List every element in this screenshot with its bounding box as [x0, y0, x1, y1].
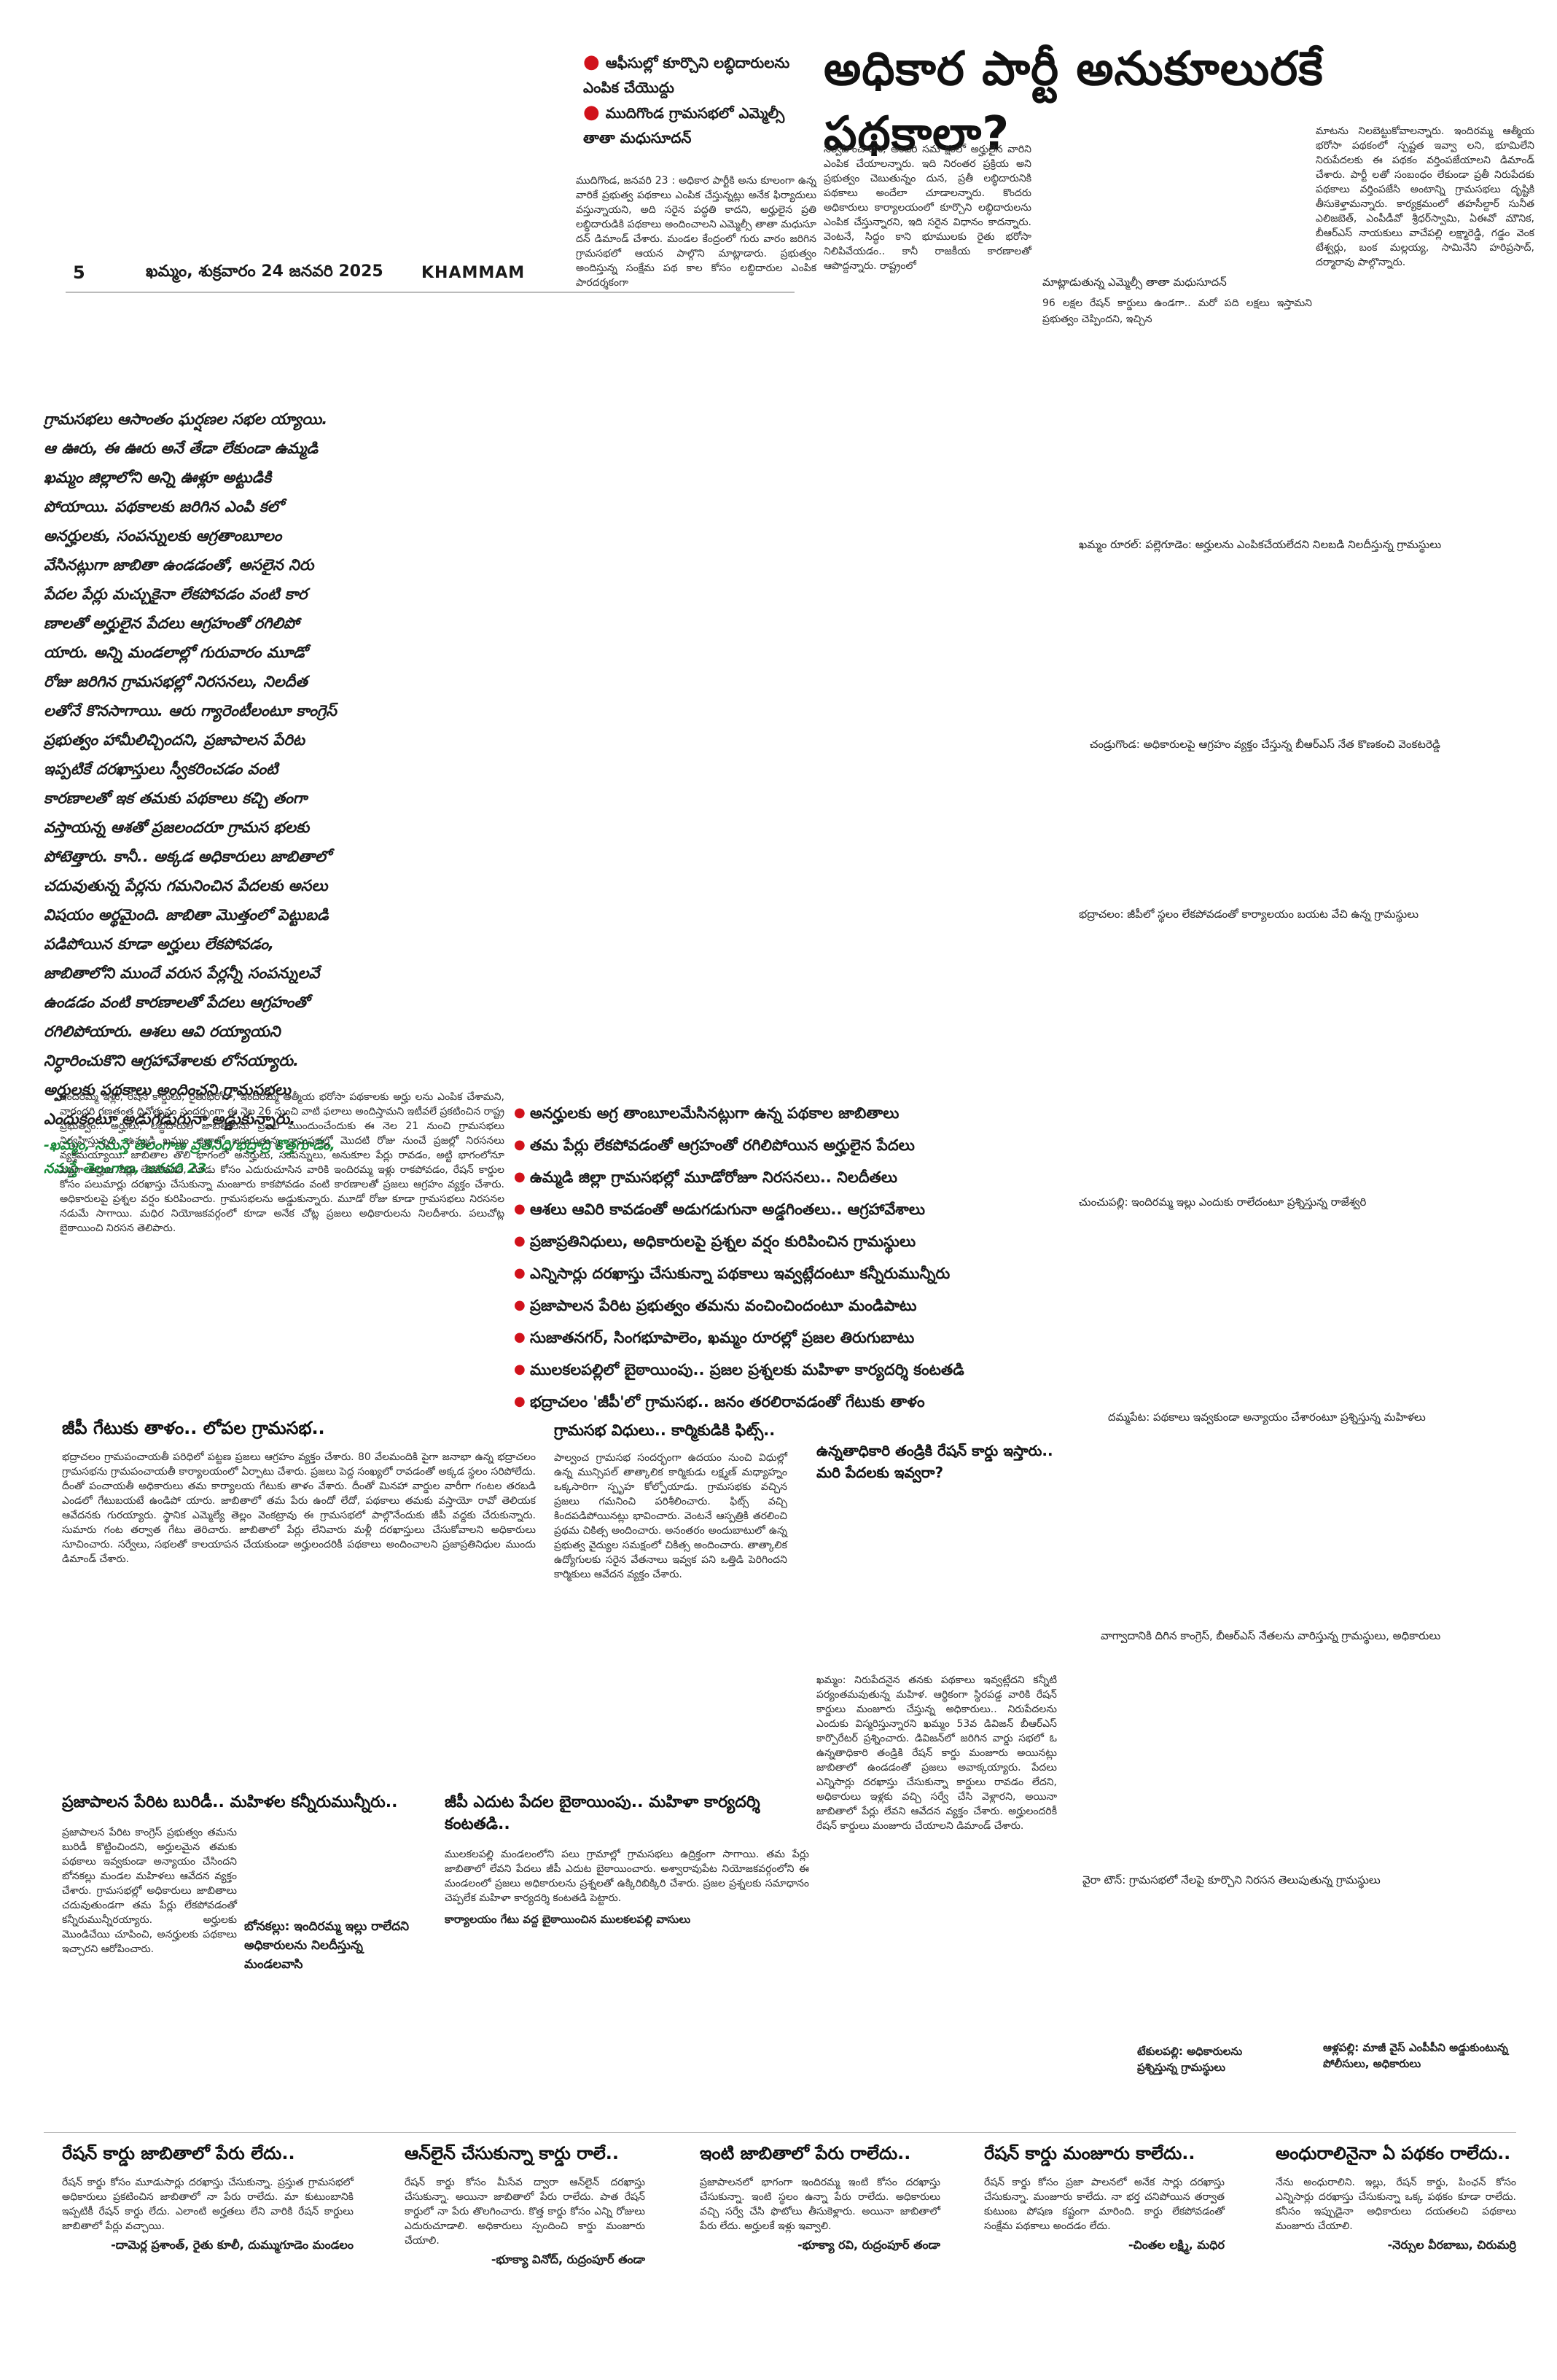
story-bullet: ప్రజాపాలన పేరిట ప్రభుత్వం తమను వంచించింద…	[514, 1290, 1024, 1322]
story-title: ప్రజాపాలన పేరిట బురిడీ.. మహిళల కన్నీరుము…	[62, 1793, 398, 1811]
story-bullet: ఉమ్మడి జిల్లా గ్రామసభల్లో మూడోరోజూ నిరసన…	[514, 1161, 1024, 1193]
letter-title: రేషన్ కార్డు జాబితాలో పేరు లేదు..	[62, 2143, 295, 2164]
lead-col-2: నిర్వహించాలని, అందరి సమ క్షంలో అర్హులైన …	[824, 144, 1031, 272]
photo-caption-khammam-rural: ఖమ్మం రూరల్: పల్లెగూడెం: అర్హులను ఎంపికచ…	[1079, 538, 1442, 551]
story-body: ములకలపల్లి మండలంలోని పలు గ్రామాల్లో గ్రా…	[445, 1849, 809, 1904]
letter-online: ఆన్‌లైన్ చేసుకున్నా కార్డు రాలే.. రేషన్ …	[405, 2143, 645, 2269]
page-date: ఖమ్మం, శుక్రవారం 24 జనవరి 2025	[146, 262, 383, 281]
story-bullet: ఎన్నిసార్లు దరఖాస్తు చేసుకున్నా పథకాలు ఇ…	[514, 1257, 1024, 1290]
story-bullet: అనర్హులకు అగ్ర తాంబూలమేసినట్లుగా ఉన్న పథ…	[514, 1097, 1024, 1129]
second-story-text: ఇందిరమ్మ ఇళ్లు, రేషన్ కార్డులు, రైతుభరోస…	[60, 1091, 504, 1234]
letter-body: నేను అంధురాలిని. ఇల్లు, రేషన్ కార్డు, పి…	[1276, 2177, 1516, 2232]
photo-caption-wyra: వైరా టౌన్: గ్రామసభలో నేలపై కూర్చొని నిరస…	[1082, 1873, 1381, 1887]
second-story-bullets: అనర్హులకు అగ్ర తాంబూలమేసినట్లుగా ఉన్న పథ…	[514, 1097, 1024, 1418]
story-bullet: ములకలపల్లిలో బైఠాయింపు.. ప్రజల ప్రశ్నలకు…	[514, 1354, 1024, 1386]
letter-title: రేషన్ కార్డు మంజూరు కాలేదు..	[984, 2143, 1195, 2164]
page-number: 5	[73, 262, 85, 283]
top-bullet: ●ఆఫీసుల్లో కూర్చొని లబ్ధిదారులను ఎంపిక చ…	[583, 51, 790, 96]
story-body: పాల్వంచ గ్రామసభ సందర్భంగా ఉదయం నుంచి విధ…	[554, 1452, 787, 1580]
story-ration-card: ఉన్నతాధికారి తండ్రికి రేషన్ కార్డు ఇస్తా…	[816, 1440, 1057, 1833]
letter-body: ప్రజాపాలనలో భాగంగా ఇందిరమ్మ ఇంటి కోసం దర…	[700, 2177, 940, 2232]
main-headline: అధికార పార్టీ అనుకూలురకే పథకాలా?	[824, 42, 1324, 161]
bottom-rule	[44, 2132, 1516, 2133]
intro-credit: -ఖమ్మం, నమస్తే తెలంగాణ ప్రతినిధి/భద్రాద్…	[44, 1137, 335, 1177]
intro-column: గ్రామసభలు ఆసాంతం ఘర్షణల సభల య్యాయి. ఆ ఊర…	[44, 405, 339, 1180]
photo-caption-chunchupalli: చుంచుపల్లి: ఇందిరమ్మ ఇల్లు ఎందుకు రాలేదం…	[1079, 1195, 1367, 1209]
letter-sign: -చింతల లక్ష్మి, మధిర	[1128, 2238, 1225, 2252]
letter-title: అంధురాలినైనా ఏ పథకం రాలేదు..	[1276, 2143, 1511, 2164]
story-bullet: తమ పేర్లు లేకపోవడంతో ఆగ్రహంతో రగిలిపోయిన…	[514, 1129, 1024, 1161]
story-title: గ్రామసభ విధులు.. కార్మికుడికి ఫిట్స్..	[554, 1421, 776, 1439]
bullet-icon: ●	[583, 101, 600, 123]
story-body: భద్రాచలం గ్రామపంచాయతీ పరిధిలో పట్టణ ప్రజ…	[62, 1451, 536, 1565]
photo-caption-dammapeta: దమ్మపేట: పథకాలు ఇవ్వకుండా అన్యాయం చేశారం…	[1108, 1411, 1426, 1424]
letter-body: రేషన్ కార్డు కోసం ప్రజా పాలనలో అనేక సార్…	[984, 2177, 1225, 2232]
letter-blind-woman: అంధురాలినైనా ఏ పథకం రాలేదు.. నేను అంధురా…	[1276, 2143, 1516, 2255]
lead-continued: 96 లక్షల రేషన్ కార్డులు ఉండగా.. మరో పది …	[1042, 297, 1312, 325]
header-rule	[66, 292, 795, 293]
letter-title: ఆన్‌లైన్ చేసుకున్నా కార్డు రాలే..	[405, 2143, 619, 2164]
story-worker-fits: గ్రామసభ విధులు.. కార్మికుడికి ఫిట్స్.. ప…	[554, 1421, 787, 1582]
story-body: ఖమ్మం: నిరుపేదనైన తనకు పథకాలు ఇవ్వట్లేదన…	[816, 1674, 1057, 1832]
story-title: ఉన్నతాధికారి తండ్రికి రేషన్ కార్డు ఇస్తా…	[816, 1442, 1053, 1481]
letter-sign: -నెర్సుల వీరబాబు, చిరుమర్రి	[1387, 2238, 1517, 2252]
top-bullets: ●ఆఫీసుల్లో కూర్చొని లబ్ధిదారులను ఎంపిక చ…	[583, 50, 809, 150]
letter-house-list: ఇంటి జాబితాలో పేరు రాలేదు.. ప్రజాపాలనలో …	[700, 2143, 940, 2255]
bullet-icon: ●	[583, 51, 600, 73]
story-title: జీపీ ఎదుట పేదల బైఠాయింపు.. మహిళా కార్యదర…	[445, 1793, 760, 1833]
letter-sign: -భూక్యా వినోద్, రుద్రంపూర్ తండా	[491, 2252, 645, 2266]
section-name: KHAMMAM	[421, 264, 526, 282]
story-bullet: సుజాతనగర్, సింగభూపాలెం, ఖమ్మం రూరల్లో ప్…	[514, 1322, 1024, 1354]
intro-text: గ్రామసభలు ఆసాంతం ఘర్షణల సభల య్యాయి. ఆ ఊర…	[44, 410, 337, 1128]
story-quote: బోనకల్లు: ఇందిరమ్మ ఇల్లు రాలేదని అధికారు…	[244, 1919, 410, 1972]
photo-caption-tekulapalli: టేకులపల్లి: అధికారులను ప్రశ్నిస్తున్న గ్…	[1137, 2045, 1243, 2074]
story-photo-caption: కార్యాలయం గేటు వద్ద బైఠాయించిన ములకలపల్ల…	[445, 1913, 691, 1926]
lead-col-1: ముదిగొండ, జనవరి 23 : అధికార పార్టీకి అను…	[576, 175, 816, 289]
story-gp-gate: జీపీ గేటుకు తాళం.. లోపల గ్రామసభ.. భద్రాచ…	[62, 1418, 536, 1566]
letter-sign: -భూక్యా రవి, రుద్రంపూర్ తండా	[797, 2238, 940, 2252]
letter-sign: -దామెర్ల ప్రశాంత్, రైతు కూలీ, దుమ్ముగూడె…	[111, 2238, 354, 2252]
lead-col-3: మాటను నిలబెట్టుకోవాలన్నారు. ఇందిరమ్మ ఆత్…	[1316, 125, 1534, 268]
top-bullet: ●ముదిగొండ గ్రామసభలో ఎమ్మెల్సీ తాతా మధుసూ…	[583, 101, 785, 147]
letter-title: ఇంటి జాబితాలో పేరు రాలేదు..	[700, 2143, 911, 2164]
letter-ration-list: రేషన్ కార్డు జాబితాలో పేరు లేదు.. రేషన్ …	[62, 2143, 354, 2255]
photo-caption-allapalli: ఆళ్లపల్లి: మాజీ వైస్ ఎంపీపీని అడ్డుకుంటు…	[1323, 2041, 1508, 2070]
story-bullet: ఆశలు ఆవిరి కావడంతో అడుగడుగునా అడ్డగింతలు…	[514, 1193, 1024, 1225]
letter-body: రేషన్ కార్డు కోసం మీసేవ ద్వారా ఆన్‌లైన్ …	[405, 2177, 645, 2247]
story-bullet: భద్రాచలం 'జీపీ'లో గ్రామసభ.. జనం తరలిరావడ…	[514, 1386, 1024, 1418]
letter-body: రేషన్ కార్డు కోసం మూడుసార్లు దరఖాస్తు చే…	[62, 2177, 354, 2232]
photo-caption-clash: వాగ్వాదానికి దిగిన కాంగ్రెస్, బీఆర్ఎస్ న…	[1101, 1629, 1441, 1642]
story-praja-palana: ప్రజాపాలన పేరిట బురిడీ.. మహిళల కన్నీరుము…	[62, 1793, 419, 1972]
photo-caption-chandrugonda: చండ్రుగొండ: అధికారులపై ఆగ్రహం వ్యక్తం చే…	[1090, 738, 1440, 751]
letter-ration-sanction: రేషన్ కార్డు మంజూరు కాలేదు.. రేషన్ కార్డ…	[984, 2143, 1225, 2255]
photo-caption-bhadrachalam: భద్రాచలం: జీపీలో స్థలం లేకపోవడంతో కార్యా…	[1079, 908, 1419, 921]
story-title: జీపీ గేటుకు తాళం.. లోపల గ్రామసభ..	[62, 1418, 325, 1438]
story-body: ప్రజాపాలన పేరిట కాంగ్రెస్ ప్రభుత్వం తమను…	[62, 1827, 237, 1955]
story-bullet: ప్రజాప్రతినిధులు, అధికారులపై ప్రశ్నల వర్…	[514, 1225, 1024, 1257]
lead-photo-caption: మాట్లాడుతున్న ఎమ్మెల్సీ తాతా మధుసూదన్	[1042, 276, 1227, 289]
story-mulakalapalli: జీపీ ఎదుట పేదల బైఠాయింపు.. మహిళా కార్యదర…	[445, 1793, 809, 1929]
